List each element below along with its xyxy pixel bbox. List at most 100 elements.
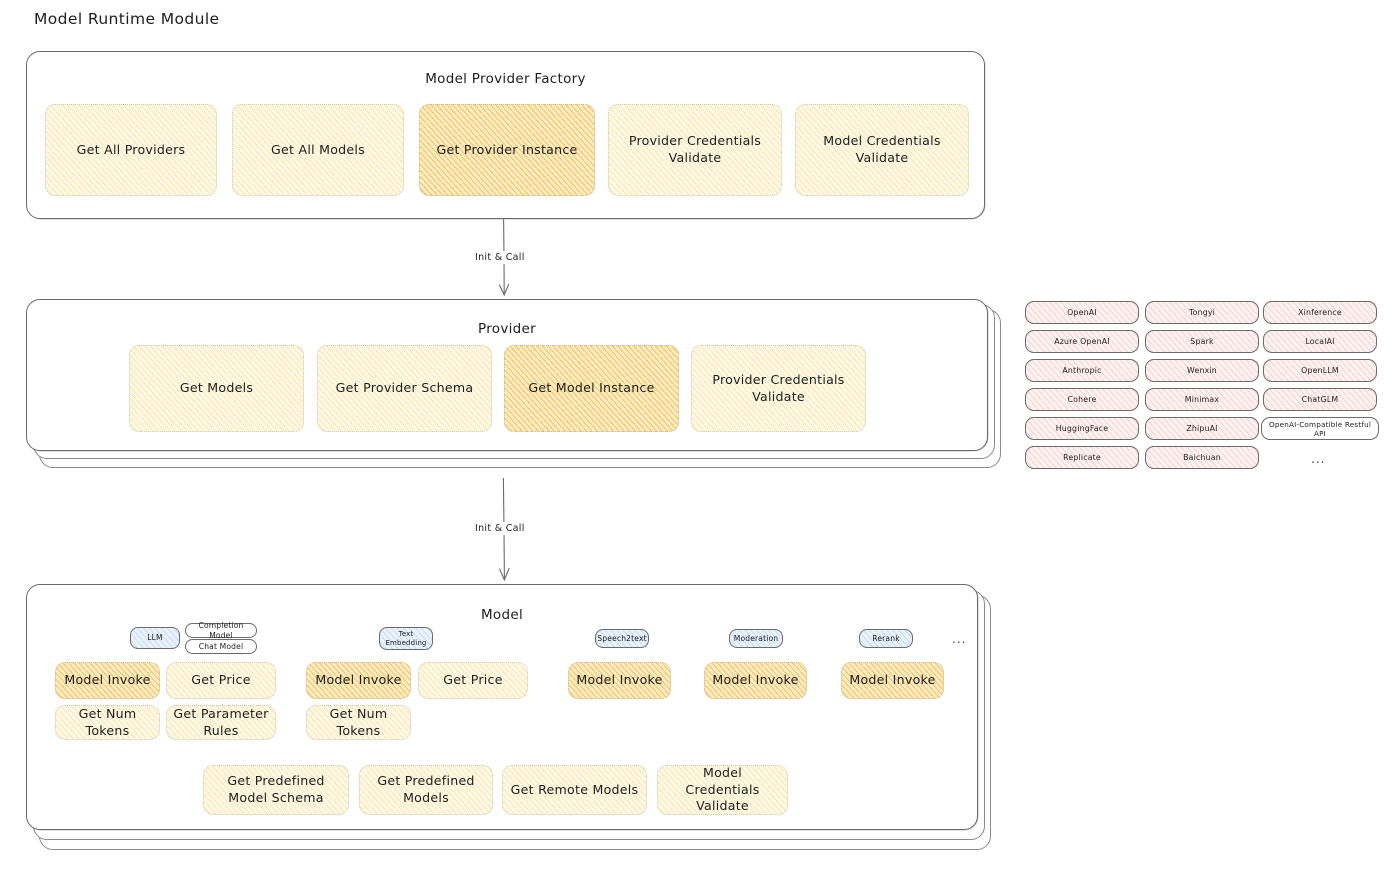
node-label: Get Num Tokens — [78, 705, 137, 738]
node-get-model-instance[interactable]: Get Model Instance — [504, 345, 679, 432]
provider-chip-label: Baichuan — [1183, 453, 1221, 462]
node-llm-get-price[interactable]: Get Price — [166, 662, 276, 699]
node-text-embedding-get-num-tokens[interactable]: Get Num Tokens — [306, 705, 411, 740]
model-type-chip-moderation[interactable]: Moderation — [729, 629, 783, 648]
node-provider-credentials-validate-2[interactable]: Provider Credentials Validate — [691, 345, 866, 432]
node-rerank-model-invoke[interactable]: Model Invoke — [841, 662, 944, 699]
node-label: Get Parameter Rules — [173, 705, 269, 738]
provider-chip-label: Tongyi — [1188, 308, 1216, 317]
chip-label: LLM — [147, 633, 163, 643]
provider-chip-openllm[interactable]: OpenLLM — [1263, 359, 1377, 382]
node-get-provider-schema[interactable]: Get Provider Schema — [317, 345, 492, 432]
node-label: Get All Models — [271, 141, 365, 157]
provider-chip-label: Spark — [1190, 337, 1214, 346]
provider-chip-baichuan[interactable]: Baichuan — [1145, 446, 1259, 469]
provider-chip-label: Xinference — [1298, 308, 1342, 317]
factory-panel-title: Model Provider Factory — [425, 71, 586, 87]
provider-chip-minimax[interactable]: Minimax — [1145, 388, 1259, 411]
node-label: Model Invoke — [315, 672, 402, 688]
provider-chip-cohere[interactable]: Cohere — [1025, 388, 1139, 411]
arrow-2-label: Init & Call — [471, 522, 529, 535]
model-subtype-chip-chat-model[interactable]: Chat Model — [185, 639, 257, 654]
provider-chip-azure-openai[interactable]: Azure OpenAI — [1025, 330, 1139, 353]
provider-list-more-ellipsis: ... — [1311, 452, 1326, 466]
provider-chip-label: ChatGLM — [1301, 395, 1339, 404]
provider-panel-title: Provider — [478, 321, 536, 337]
node-label: Get Predefined Model Schema — [227, 773, 325, 805]
node-get-models[interactable]: Get Models — [129, 345, 304, 432]
arrow-1-label: Init & Call — [471, 251, 529, 264]
provider-chip-label: Replicate — [1063, 453, 1101, 462]
provider-chip-xinference[interactable]: Xinference — [1263, 301, 1377, 324]
node-model-credentials-validate-2[interactable]: Model Credentials Validate — [657, 765, 788, 815]
provider-chip-label: Azure OpenAI — [1054, 337, 1110, 346]
node-label: Get Provider Schema — [335, 380, 474, 396]
chip-label: Rerank — [872, 633, 900, 643]
node-label: Get Remote Models — [510, 781, 639, 797]
model-type-chip-text-embedding[interactable]: Text Embedding — [379, 627, 433, 650]
node-label: Get Price — [191, 672, 251, 688]
provider-chip-huggingface[interactable]: HuggingFace — [1025, 417, 1139, 440]
provider-chip-label: OpenLLM — [1301, 366, 1339, 375]
node-llm-get-num-tokens[interactable]: Get Num Tokens — [55, 705, 160, 740]
provider-chip-tongyi[interactable]: Tongyi — [1145, 301, 1259, 324]
model-types-more-ellipsis: ... — [952, 632, 967, 646]
provider-chip-label: ZhipuAI — [1186, 424, 1218, 433]
provider-chip-zhipuai[interactable]: ZhipuAI — [1145, 417, 1259, 440]
node-get-all-providers[interactable]: Get All Providers — [45, 104, 217, 196]
node-label: Model Invoke — [712, 672, 799, 688]
node-speech2text-model-invoke[interactable]: Model Invoke — [568, 662, 671, 699]
node-moderation-model-invoke[interactable]: Model Invoke — [704, 662, 807, 699]
node-provider-credentials-validate[interactable]: Provider Credentials Validate — [608, 104, 782, 196]
node-model-credentials-validate[interactable]: Model Credentials Validate — [795, 104, 969, 196]
node-label: Model Credentials Validate — [823, 133, 941, 165]
provider-chip-label: OpenAI-Compatible Restful API — [1268, 419, 1372, 438]
provider-chip-wenxin[interactable]: Wenxin — [1145, 359, 1259, 382]
provider-chip-openai[interactable]: OpenAI — [1025, 301, 1139, 324]
node-label: Model Invoke — [576, 672, 663, 688]
provider-chip-label: Wenxin — [1187, 366, 1217, 375]
provider-chip-label: HuggingFace — [1055, 424, 1109, 433]
node-label: Get Predefined Models — [377, 773, 475, 805]
arrow-provider-to-model — [499, 477, 510, 582]
provider-chip-label: OpenAI — [1067, 308, 1097, 317]
page-title: Model Runtime Module — [34, 10, 220, 28]
model-type-chip-speech2text[interactable]: Speech2text — [595, 629, 649, 648]
provider-chip-label: Cohere — [1067, 395, 1097, 404]
model-subtype-chip-completion-model[interactable]: Completion Model — [185, 621, 257, 640]
node-label: Get All Providers — [76, 141, 186, 157]
provider-chip-localai[interactable]: LocalAI — [1263, 330, 1377, 353]
node-label: Get Num Tokens — [329, 705, 388, 738]
node-label: Provider Credentials Validate — [712, 371, 845, 404]
provider-chip-openai-compatible-restful-api[interactable]: OpenAI-Compatible Restful API — [1261, 417, 1379, 440]
node-llm-get-parameter-rules[interactable]: Get Parameter Rules — [166, 705, 276, 740]
node-get-provider-instance[interactable]: Get Provider Instance — [419, 104, 595, 196]
node-get-remote-models[interactable]: Get Remote Models — [502, 765, 647, 815]
node-label: Model Invoke — [849, 672, 936, 688]
provider-chip-label: Anthropic — [1062, 366, 1102, 375]
chip-label: Text Embedding — [385, 629, 427, 647]
chip-label: Chat Model — [198, 641, 244, 651]
model-type-chip-rerank[interactable]: Rerank — [859, 629, 913, 648]
provider-chip-anthropic[interactable]: Anthropic — [1025, 359, 1139, 382]
node-get-predefined-model-schema[interactable]: Get Predefined Model Schema — [203, 765, 349, 815]
provider-chip-chatglm[interactable]: ChatGLM — [1263, 388, 1377, 411]
node-text-embedding-model-invoke[interactable]: Model Invoke — [306, 662, 411, 699]
provider-chip-label: LocalAI — [1305, 337, 1335, 346]
model-type-chip-llm[interactable]: LLM — [130, 627, 180, 649]
node-get-all-models[interactable]: Get All Models — [232, 104, 404, 196]
provider-chip-spark[interactable]: Spark — [1145, 330, 1259, 353]
node-get-predefined-models[interactable]: Get Predefined Models — [359, 765, 493, 815]
node-label: Model Invoke — [64, 672, 151, 688]
node-label: Get Models — [179, 380, 254, 396]
node-label: Provider Credentials Validate — [628, 133, 762, 165]
node-label: Get Model Instance — [528, 380, 655, 396]
chip-label: Completion Model — [198, 621, 244, 640]
provider-chip-replicate[interactable]: Replicate — [1025, 446, 1139, 469]
node-llm-model-invoke[interactable]: Model Invoke — [55, 662, 160, 699]
node-label: Model Credentials Validate — [685, 765, 760, 814]
node-label: Get Provider Instance — [436, 141, 578, 157]
node-text-embedding-get-price[interactable]: Get Price — [418, 662, 528, 699]
chip-label: Speech2text — [597, 633, 647, 643]
